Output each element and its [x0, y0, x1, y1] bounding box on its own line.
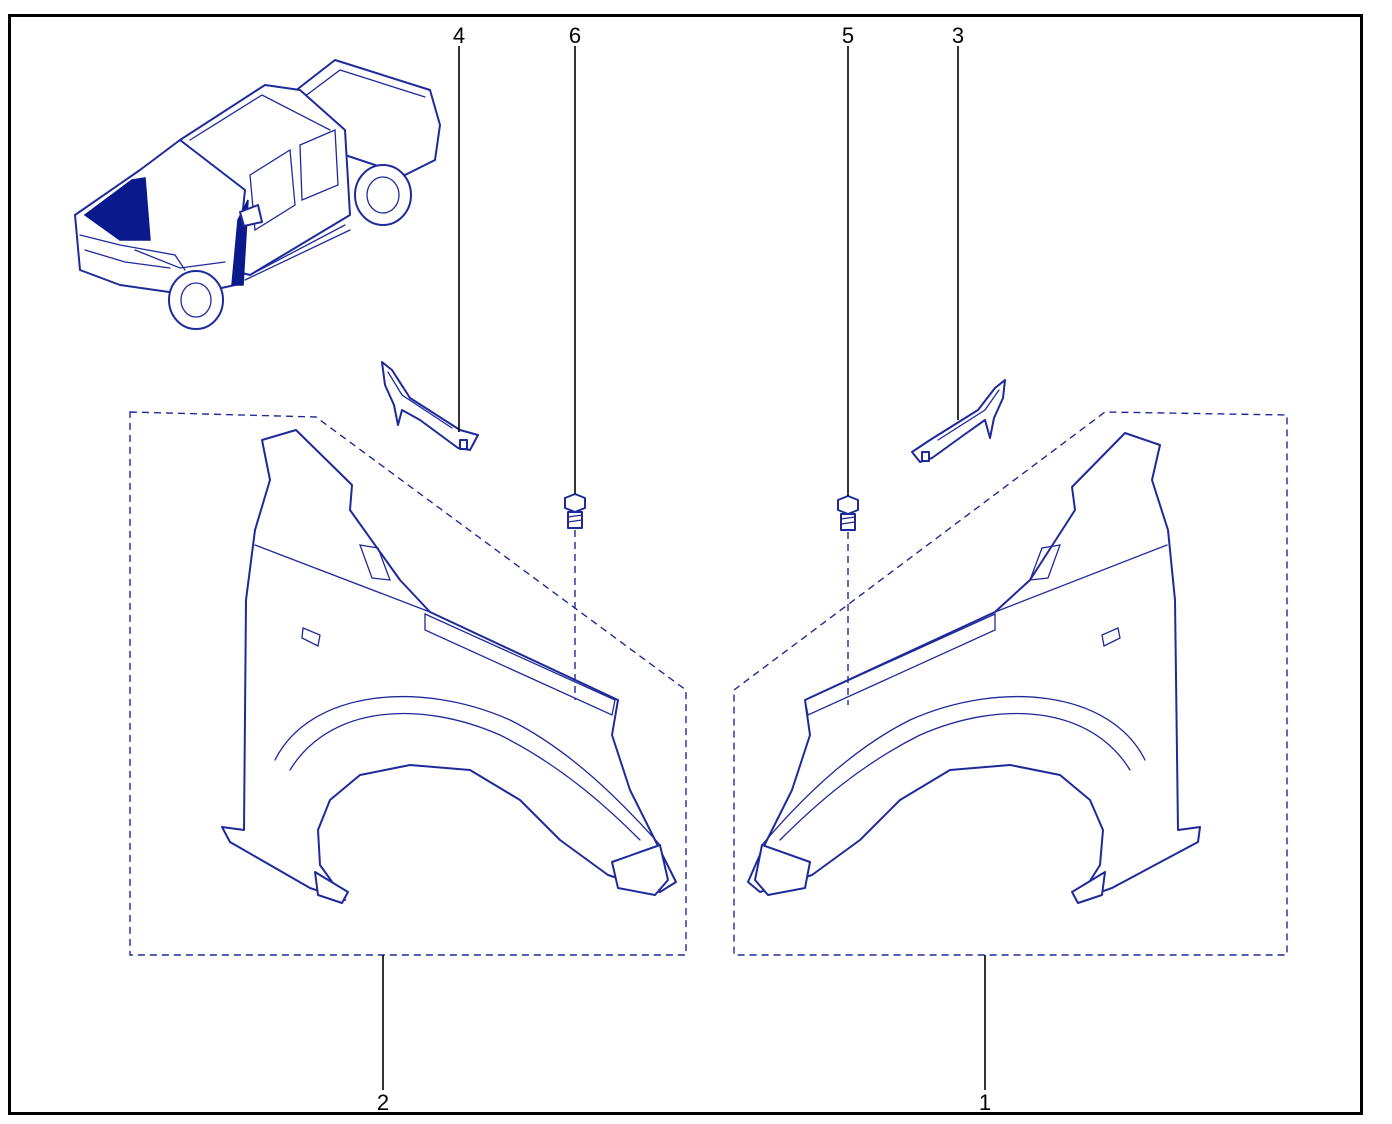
bolt-right-icon — [837, 495, 859, 705]
callout-6: 6 — [569, 23, 581, 48]
callout-5: 5 — [842, 23, 854, 48]
fender-right-group-outline — [733, 411, 1288, 956]
bolt-left-icon — [564, 493, 586, 700]
callout-3: 3 — [952, 23, 964, 48]
callout-1: 1 — [979, 1090, 991, 1115]
fender-bracket-right-icon — [911, 379, 1006, 463]
vehicle-locator-icon — [74, 59, 441, 330]
front-fender-left-icon — [221, 429, 677, 904]
callout-4: 4 — [453, 23, 465, 48]
fender-bracket-left-icon — [381, 361, 479, 451]
diagram-frame — [8, 14, 1363, 1115]
front-fender-right-icon — [747, 432, 1201, 904]
callout-2: 2 — [377, 1090, 389, 1115]
